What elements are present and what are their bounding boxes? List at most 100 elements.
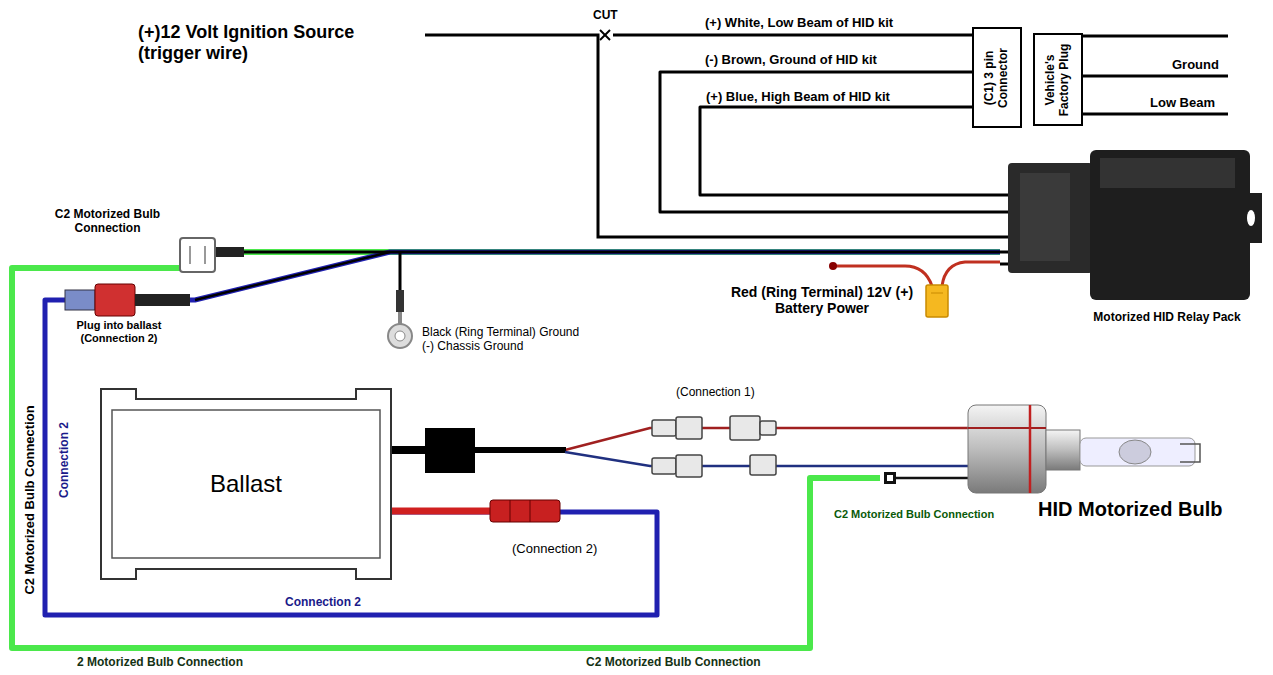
motor-connector-face bbox=[887, 475, 893, 481]
relay-harness bbox=[195, 252, 390, 300]
connection-1-plug bbox=[760, 421, 776, 435]
ground-terminal bbox=[388, 252, 412, 348]
ignition-wire bbox=[425, 35, 1000, 237]
connection-1-plug bbox=[652, 420, 676, 436]
white-wire bbox=[613, 34, 972, 37]
battery-wire bbox=[835, 266, 932, 286]
relay-plug bbox=[1008, 163, 1093, 273]
node-label: Vehicle's Factory Plug bbox=[1044, 37, 1072, 122]
connection-1-plug bbox=[652, 416, 776, 477]
ballast-power-lead bbox=[490, 500, 560, 522]
red-wire bbox=[392, 428, 880, 450]
wire-label: (+) Blue, High Beam of HID kit bbox=[706, 90, 890, 105]
fuse bbox=[926, 285, 948, 317]
factory-plug-wire bbox=[1083, 113, 1228, 116]
c2-plug bbox=[189, 246, 191, 264]
ballast-plug bbox=[65, 290, 95, 310]
brown-wire bbox=[660, 72, 1000, 212]
arc-capsule bbox=[1119, 440, 1151, 464]
battery-wire bbox=[835, 262, 1000, 286]
housing-ring bbox=[1029, 405, 1032, 493]
factory-plug-box: Vehicle's Factory Plug bbox=[1033, 33, 1083, 126]
ballast-cable bbox=[425, 428, 475, 473]
wire-label: (+) White, Low Beam of HID kit bbox=[705, 16, 893, 31]
ballast-cable bbox=[565, 452, 880, 466]
ballast-power-lead bbox=[376, 508, 492, 515]
node-label: Motorized HID Relay Pack bbox=[1093, 311, 1240, 325]
ground-terminal bbox=[396, 290, 404, 312]
bulb-red-wire bbox=[880, 427, 968, 430]
ballast-power-wire bbox=[45, 252, 1000, 615]
c2-plug bbox=[180, 238, 215, 272]
relay-body-top bbox=[1100, 158, 1235, 188]
connection-1-plug bbox=[652, 458, 676, 474]
relay-body bbox=[1090, 150, 1250, 300]
motor-lead bbox=[896, 477, 968, 480]
relay-pack-shape bbox=[1000, 148, 1265, 333]
mounting-hole bbox=[1247, 210, 1255, 226]
ballast-box: Ballast bbox=[100, 388, 392, 580]
ballast-plug bbox=[95, 284, 135, 316]
ground-terminal bbox=[395, 331, 405, 341]
white-wire bbox=[613, 34, 972, 37]
pin-label: Ground bbox=[1172, 58, 1219, 73]
ballast-cable bbox=[352, 418, 880, 482]
bulb-glass bbox=[1080, 438, 1195, 466]
connection-1-plug bbox=[676, 417, 702, 439]
motor-connector bbox=[884, 472, 896, 484]
connection-label: (Connection 2) bbox=[512, 542, 597, 557]
ground-terminal bbox=[388, 324, 412, 348]
relay-plug-face bbox=[1020, 173, 1070, 261]
wire-label: (-) Brown, Ground of HID kit bbox=[705, 53, 877, 68]
ballast-plug bbox=[65, 284, 190, 316]
connection-1-plug bbox=[750, 455, 776, 475]
ground-terminal bbox=[398, 312, 402, 324]
factory-plug-wire bbox=[1083, 36, 1228, 114]
bulb-base bbox=[1046, 430, 1080, 470]
factory-plug-wire bbox=[1083, 35, 1228, 38]
factory-plug-wire bbox=[1083, 75, 1228, 78]
node-label: (C1) 3 pin Connector bbox=[983, 31, 1011, 124]
bulb-housing bbox=[968, 405, 1046, 493]
bulb-red-wire bbox=[968, 427, 1046, 429]
ignition-wire bbox=[425, 35, 1000, 237]
connection-label: C2 Motorized Bulb Connection bbox=[584, 656, 763, 670]
fuse bbox=[829, 262, 837, 270]
cut-mark bbox=[600, 30, 610, 40]
connection-label: (Connection 1) bbox=[676, 386, 755, 400]
node-label: HID Motorized Bulb bbox=[1038, 498, 1222, 521]
ballast-plug bbox=[135, 294, 190, 306]
ballast-outline bbox=[101, 389, 391, 579]
ground-terminal bbox=[399, 252, 402, 300]
connection-label: Connection 2 bbox=[283, 596, 363, 610]
fuse bbox=[931, 293, 943, 294]
relay-harness bbox=[238, 251, 1000, 254]
c2-plug bbox=[204, 246, 206, 264]
connection-label: Connection 2 bbox=[58, 420, 72, 500]
c2-plug bbox=[180, 238, 244, 272]
motor-wire bbox=[12, 252, 1000, 648]
ballast-power-lead bbox=[510, 500, 511, 522]
ballast-cable bbox=[475, 447, 566, 453]
c2-plug bbox=[214, 247, 244, 257]
ballast-power-lead bbox=[530, 500, 531, 522]
power-label: Red (Ring Terminal) 12V (+) Battery Powe… bbox=[726, 284, 918, 316]
cut-mark bbox=[600, 30, 610, 40]
connection-label: C2 Motorized Bulb Connection bbox=[832, 508, 996, 521]
connection-label: 2 Motorized Bulb Connection bbox=[75, 656, 245, 670]
cut-mark bbox=[600, 30, 610, 40]
source-label: (+)12 Volt Ignition Source (trigger wire… bbox=[138, 22, 418, 63]
mounting-tab bbox=[1240, 193, 1262, 243]
battery-wire bbox=[942, 262, 1000, 286]
relay-pack: Motorized HID Relay Pack bbox=[1000, 148, 1265, 333]
bulb-blue-wire bbox=[880, 465, 968, 468]
blue-wire bbox=[700, 107, 1000, 195]
node-label: Ballast bbox=[100, 470, 392, 498]
ground-label: Black (Ring Terminal) Ground (-) Chassis… bbox=[422, 326, 584, 354]
connection-1-plug bbox=[676, 455, 702, 477]
cut-note: CUT bbox=[593, 9, 618, 23]
connection-label: Plug into ballast (Connection 2) bbox=[60, 319, 178, 344]
connection-1-plug bbox=[730, 416, 760, 440]
connection-label: C2 Motorized Bulb Connection bbox=[23, 403, 38, 596]
connection-label: C2 Motorized Bulb Connection bbox=[40, 208, 175, 236]
